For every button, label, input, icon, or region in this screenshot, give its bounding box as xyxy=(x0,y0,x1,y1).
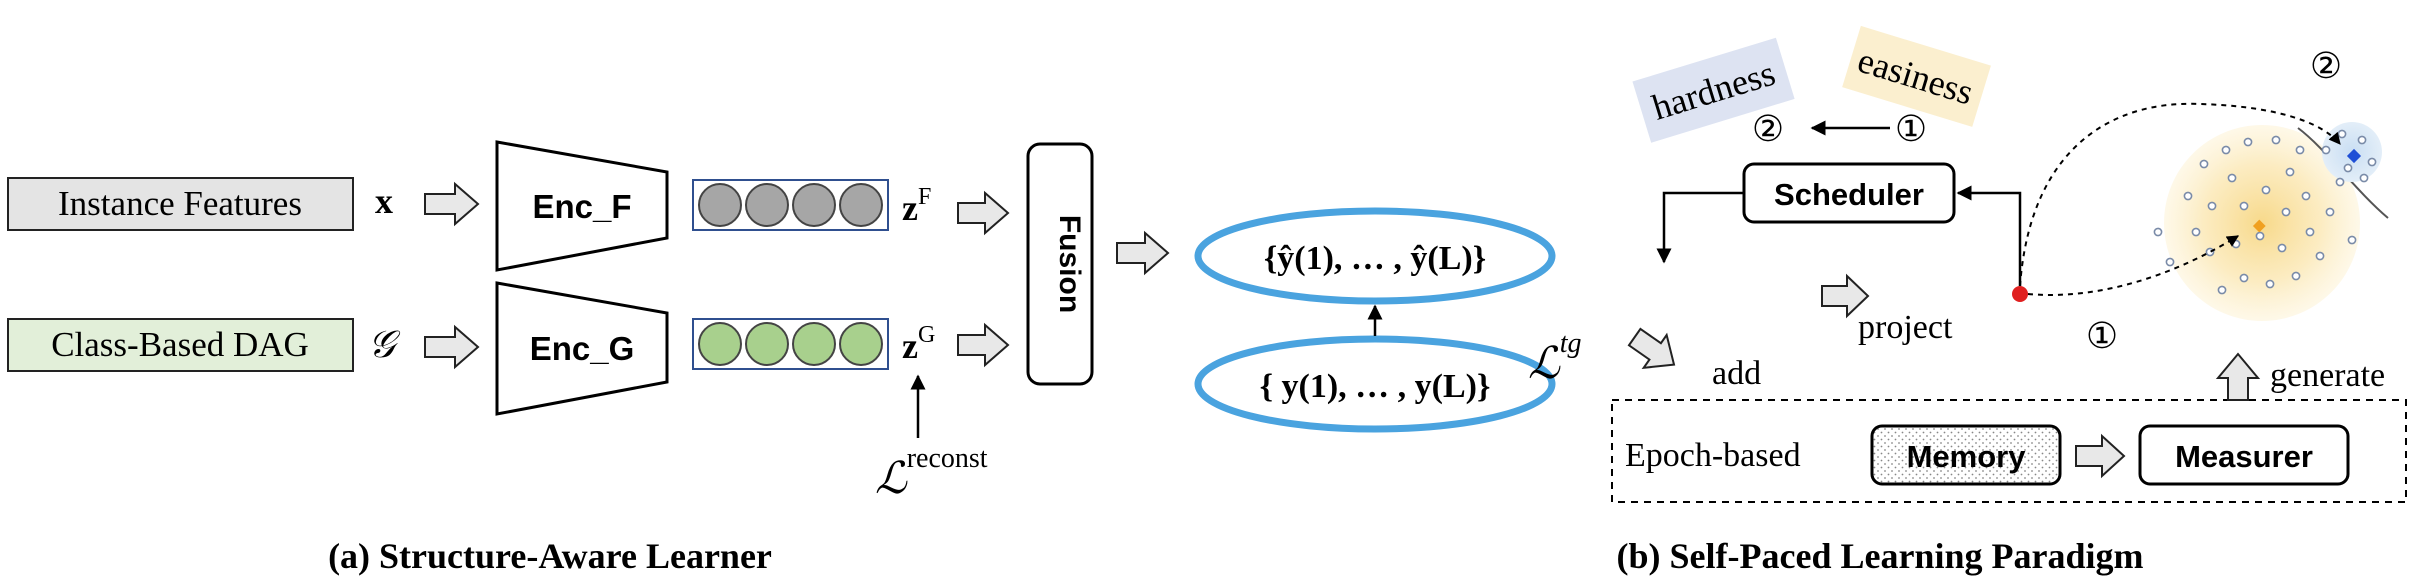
z-g-label: zG xyxy=(902,322,935,366)
trajectory-to-hard xyxy=(2019,102,2341,287)
loss-tg: ℒtg xyxy=(1528,328,1581,388)
z-f-node xyxy=(839,183,883,227)
projected-point xyxy=(2012,286,2028,302)
plot-step-1: ① xyxy=(2086,316,2118,356)
epoch-memory-region xyxy=(1611,399,2407,503)
point-to-scheduler-arrow xyxy=(1956,185,2022,286)
caption-b: (b) Self-Paced Learning Paradigm xyxy=(1617,536,2144,576)
z-g-node xyxy=(698,322,742,366)
arrow-fusion-to-output xyxy=(1116,230,1170,276)
instance-features-box xyxy=(7,177,354,231)
arrow-g-to-encg xyxy=(424,324,480,370)
loss-reconst: ℒreconst xyxy=(875,443,988,503)
embedding-space: ② ① xyxy=(2012,46,2389,356)
z-f-vector-frame xyxy=(692,179,889,231)
add-arrow xyxy=(1627,327,1676,370)
true-labels-set: { y(1), … , y(L)} xyxy=(1260,368,1491,405)
dag-symbol: 𝒢 xyxy=(368,324,401,366)
caption-a: (a) Structure-Aware Learner xyxy=(328,536,772,576)
predicted-labels-ellipse xyxy=(1194,207,1556,305)
z-g-vector-frame xyxy=(692,318,889,370)
enc-f-trapezoid xyxy=(495,140,669,272)
true-labels-ellipse xyxy=(1194,335,1556,433)
trajectory-to-easy xyxy=(2027,235,2240,296)
plot-step-2: ② xyxy=(2310,46,2342,86)
z-f-label: zF xyxy=(902,184,931,228)
project-arrow xyxy=(1821,273,1870,319)
measurer-label: Measurer xyxy=(2175,439,2313,474)
instance-features-label: Instance Features xyxy=(58,184,302,223)
project-label: project xyxy=(1858,309,1953,346)
arrow-x-to-encf xyxy=(424,181,480,227)
z-f-node xyxy=(698,183,742,227)
z-g-node xyxy=(792,322,836,366)
z-f-node xyxy=(745,183,789,227)
epoch-based-label: Epoch-based xyxy=(1625,437,1801,474)
generate-arrow xyxy=(2215,352,2261,401)
add-label: add xyxy=(1712,355,1761,392)
predicted-labels-set: {ŷ(1), … , ŷ(L)} xyxy=(1264,240,1486,277)
enc-g-trapezoid xyxy=(495,281,669,416)
class-dag-box xyxy=(7,318,354,372)
step-2-marker: ② xyxy=(1752,109,1784,149)
scheduler-label: Scheduler xyxy=(1774,177,1924,212)
fusion-block xyxy=(1026,142,1094,386)
z-f-node xyxy=(792,183,836,227)
measurer-block xyxy=(2138,424,2350,486)
sample-points xyxy=(2153,129,2377,295)
step-1-marker: ① xyxy=(1895,109,1927,149)
class-dag-label: Class-Based DAG xyxy=(51,325,309,364)
scheduler-to-add-arrow xyxy=(1656,191,1744,264)
memory-block xyxy=(1870,424,2062,486)
x-symbol: x xyxy=(375,181,393,221)
memory-to-measurer-arrow xyxy=(2075,433,2126,479)
self-paced-learning-paradigm: hardness easiness ② ① Scheduler project … xyxy=(1611,25,2407,576)
enc-f-label: Enc_F xyxy=(532,188,631,225)
structure-aware-learner: Instance Features x Class-Based DAG 𝒢 En… xyxy=(7,140,1581,576)
fusion-label: Fusion xyxy=(1053,215,1086,313)
arrow-zg-to-fusion xyxy=(957,322,1010,368)
memory-label: Memory xyxy=(1907,439,2027,474)
z-g-node xyxy=(839,322,883,366)
z-g-node xyxy=(745,322,789,366)
enc-g-label: Enc_G xyxy=(530,330,635,367)
arrow-zf-to-fusion xyxy=(957,190,1010,236)
generate-label: generate xyxy=(2270,357,2385,394)
